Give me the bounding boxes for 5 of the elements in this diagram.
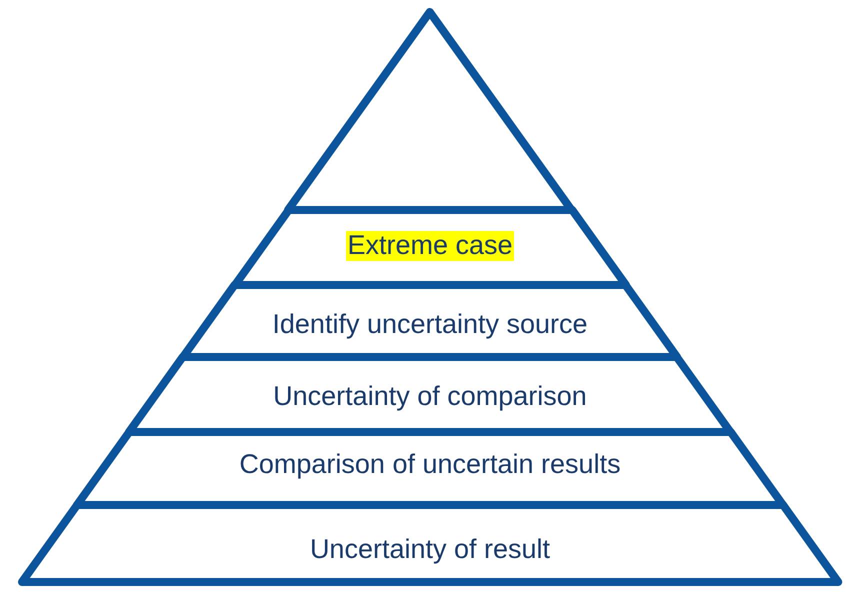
tier-label: Uncertainty of result — [308, 535, 552, 565]
tier-label: Identify uncertainty source — [271, 310, 589, 340]
tier-label: Comparison of uncertain results — [238, 450, 622, 480]
tier-label: Extreme case — [346, 231, 514, 261]
tier-label: Uncertainty of comparison — [272, 382, 588, 412]
